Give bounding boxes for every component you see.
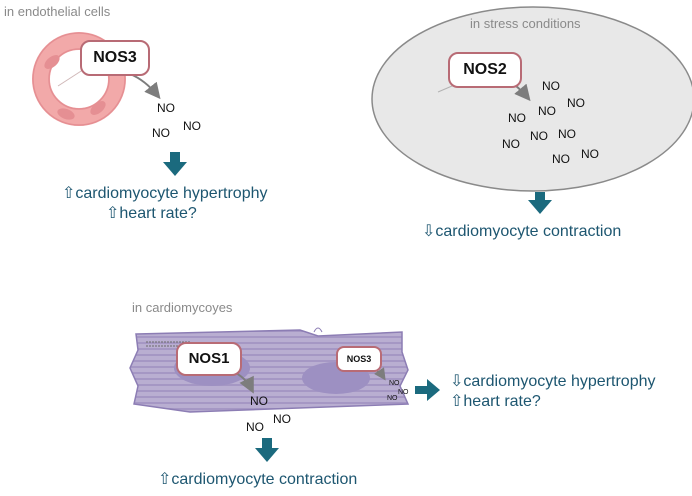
- no-label: NO: [542, 79, 560, 93]
- teal-arrow-bottom: [255, 438, 279, 462]
- nos3-box: NOS3: [80, 40, 150, 76]
- label-stress: in stress conditions: [470, 16, 581, 31]
- nos3-cardio-box: NOS3: [336, 346, 382, 372]
- no-label: NO: [530, 129, 548, 143]
- no-label: NO: [246, 420, 264, 434]
- stress-cell: [371, 6, 692, 192]
- teal-arrow-stress: [528, 192, 552, 214]
- endothelial-vessel: [32, 32, 126, 126]
- effect-cardio-bottom: ⇧cardiomyocyte contraction: [158, 471, 358, 488]
- arrow-nos3: [129, 73, 161, 100]
- label-endothelial: in endothelial cells: [4, 4, 111, 19]
- no-label: NO: [538, 104, 556, 118]
- no-label: NO: [183, 119, 201, 133]
- teal-arrow-right: [415, 379, 440, 401]
- no-label: NO: [558, 127, 576, 141]
- no-label: NO: [273, 412, 291, 426]
- no-label: NO: [581, 147, 599, 161]
- effect-cardio-right-2: ⇧heart rate?: [450, 393, 541, 410]
- no-label: NO: [552, 152, 570, 166]
- effect-cardio-right-1: ⇩cardiomyocyte hypertrophy: [450, 373, 656, 390]
- no-label: NO: [502, 137, 520, 151]
- no-label: NO: [508, 111, 526, 125]
- effect-stress: ⇩cardiomyocyte contraction: [422, 223, 622, 240]
- label-cardiomyocytes: in cardiomycoyes: [132, 300, 233, 315]
- teal-arrow-endothelial: [163, 152, 187, 176]
- no-label: NO: [157, 101, 175, 115]
- no-label-small: NO: [387, 395, 398, 402]
- no-label-small: NO: [389, 380, 400, 387]
- no-label: NO: [250, 394, 268, 408]
- nos1-box: NOS1: [176, 342, 242, 376]
- effect-endothelial-2: ⇧heart rate?: [106, 205, 197, 222]
- no-label-small: NO: [398, 389, 409, 396]
- no-label: NO: [152, 126, 170, 140]
- nos2-box: NOS2: [448, 52, 522, 88]
- no-label: NO: [567, 96, 585, 110]
- effect-endothelial-1: ⇧cardiomyocyte hypertrophy: [62, 185, 268, 202]
